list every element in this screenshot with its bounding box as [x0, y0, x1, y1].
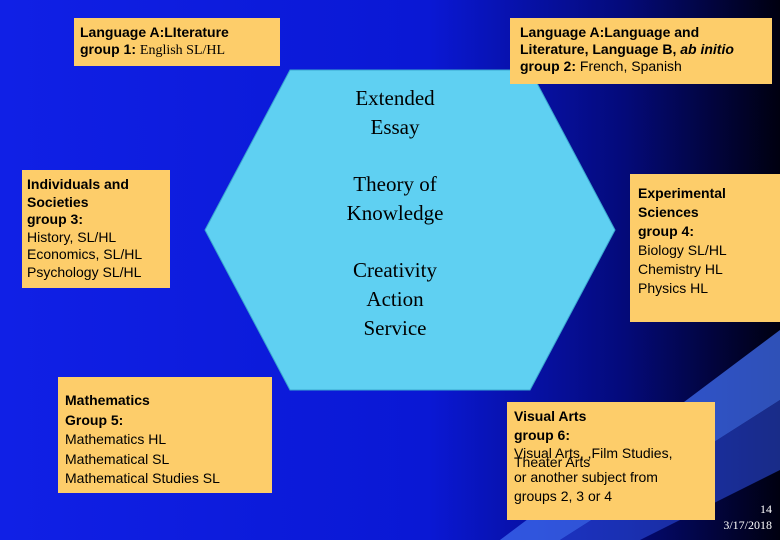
slide-date: 3/17/2018	[723, 518, 772, 532]
extended-essay-label: Extended Essay	[355, 86, 435, 139]
group1-literature-box: Language A:LIterature group 1: English S…	[74, 18, 280, 66]
cas-label: Creativity Action Service	[353, 258, 437, 340]
group4-experimental-box: Experimental Sciences group 4: Biology S…	[630, 174, 780, 322]
page-number: 14	[760, 502, 772, 516]
theory-of-knowledge-label: Theory of Knowledge	[346, 172, 444, 225]
group5-mathematics-box: Mathematics Group 5: Mathematics HL Math…	[58, 377, 272, 493]
group2-language-box: Language A:Language and Literature, Lang…	[510, 18, 772, 84]
group6-arts-box: Visual Arts group 6: Visual Arts, ,Film …	[507, 402, 715, 520]
group3-individuals-box: Individuals and Societies group 3: Histo…	[22, 170, 170, 288]
